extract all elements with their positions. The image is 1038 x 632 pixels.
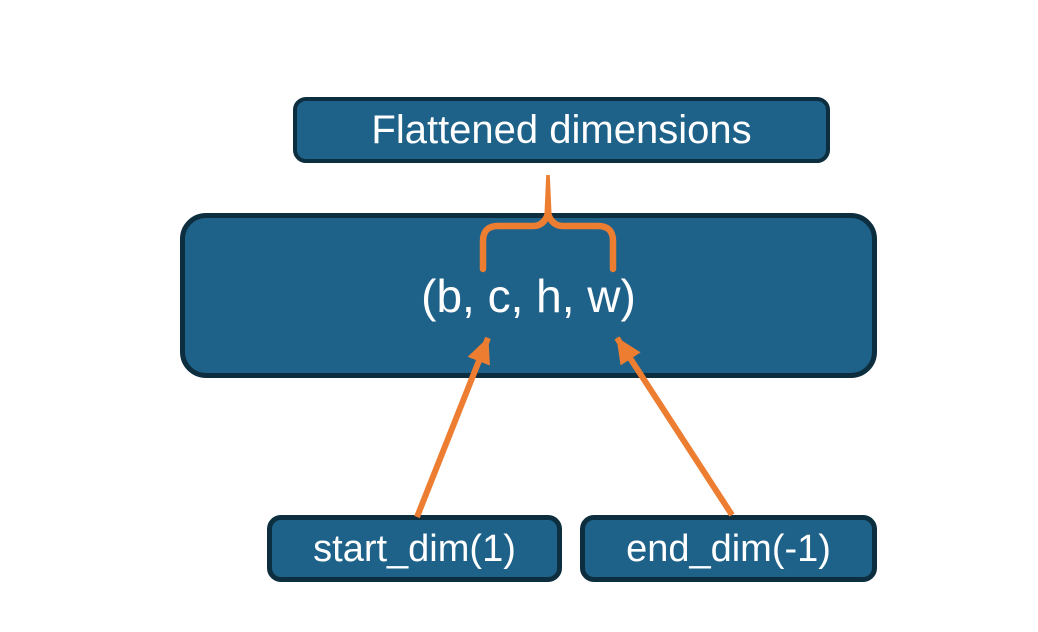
node-tensor-shape: (b, c, h, w)	[180, 213, 877, 378]
node-flattened-dimensions: Flattened dimensions	[293, 97, 830, 163]
node-flattened-dimensions-label: Flattened dimensions	[371, 108, 752, 152]
node-end-dim: end_dim(-1)	[580, 515, 877, 582]
node-end-dim-label: end_dim(-1)	[626, 527, 831, 570]
node-tensor-shape-label: (b, c, h, w)	[421, 269, 636, 322]
node-start-dim: start_dim(1)	[267, 515, 562, 582]
node-start-dim-label: start_dim(1)	[313, 527, 516, 570]
